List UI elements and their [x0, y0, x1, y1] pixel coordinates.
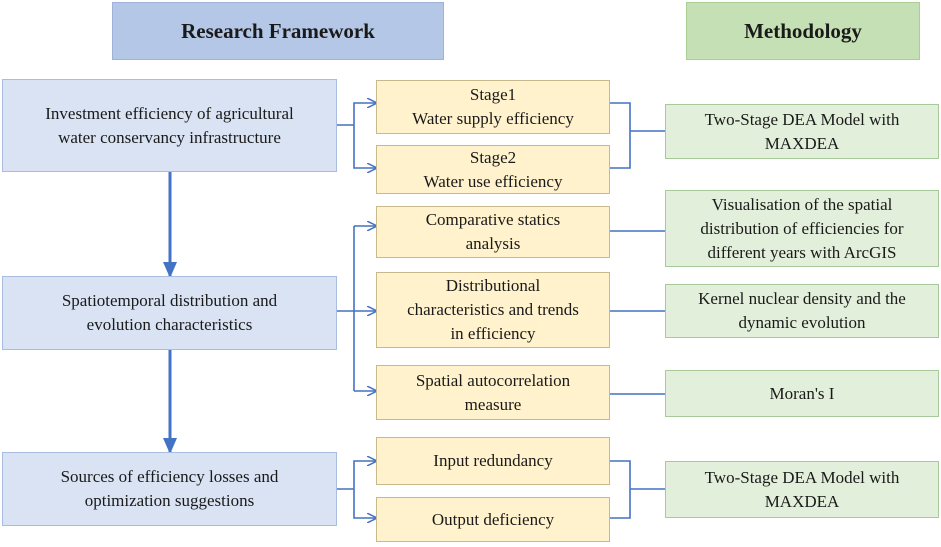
investment-efficiency-label: Investment efficiency of agricultural wa…: [45, 103, 294, 147]
visualisation-arcgis-box: Visualisation of the spatial distributio…: [665, 190, 939, 267]
connector-stage2: [353, 125, 376, 168]
spatiotemporal-label: Spatiotemporal distribution and evolutio…: [61, 291, 278, 334]
methodology-title: Methodology: [744, 19, 862, 43]
stage1-label: Stage1 Water supply efficiency: [412, 85, 574, 128]
connector-stages-to-dea: [610, 102, 665, 169]
dea-model-bottom-label: Two-Stage DEA Model with MAXDEA: [704, 467, 900, 511]
comparative-statics-box: Comparative statics analysis: [376, 206, 610, 258]
dea-model-bottom-box: Two-Stage DEA Model with MAXDEA: [665, 461, 939, 518]
sources-box: Sources of efficiency losses and optimiz…: [2, 452, 337, 526]
output-deficiency-box: Output deficiency: [376, 497, 610, 542]
dea-model-top-label: Two-Stage DEA Model with MAXDEA: [704, 109, 900, 153]
stage1-box: Stage1 Water supply efficiency: [376, 80, 610, 134]
sources-label: Sources of efficiency losses and optimiz…: [60, 467, 279, 510]
connector-input: [353, 461, 376, 489]
spatial-autocorrelation-box: Spatial autocorrelation measure: [376, 365, 610, 420]
research-framework-title: Research Framework: [181, 19, 375, 43]
input-redundancy-label: Input redundancy: [433, 451, 553, 470]
visualisation-arcgis-label: Visualisation of the spatial distributio…: [700, 194, 904, 262]
comparative-statics-label: Comparative statics analysis: [425, 210, 561, 253]
stage2-box: Stage2 Water use efficiency: [376, 145, 610, 194]
methodology-header: Methodology: [686, 2, 920, 60]
kernel-density-box: Kernel nuclear density and the dynamic e…: [665, 284, 939, 338]
stage2-label: Stage2 Water use efficiency: [423, 147, 563, 191]
dea-model-top-box: Two-Stage DEA Model with MAXDEA: [665, 104, 939, 159]
connector-output: [353, 489, 376, 518]
research-framework-header: Research Framework: [112, 2, 444, 60]
output-deficiency-label: Output deficiency: [431, 509, 555, 529]
input-redundancy-box: Input redundancy: [376, 437, 610, 485]
morans-i-box: Moran's I: [665, 370, 939, 417]
spatial-autocorrelation-label: Spatial autocorrelation measure: [415, 370, 571, 414]
investment-efficiency-box: Investment efficiency of agricultural wa…: [2, 79, 337, 172]
spatiotemporal-box: Spatiotemporal distribution and evolutio…: [2, 276, 337, 350]
distributional-box: Distributional characteristics and trend…: [376, 272, 610, 348]
kernel-density-label: Kernel nuclear density and the dynamic e…: [698, 289, 906, 332]
connector-io-to-dea: [610, 460, 665, 519]
distributional-label: Distributional characteristics and trend…: [407, 276, 579, 343]
connector-stage1: [353, 103, 376, 125]
morans-i-label: Moran's I: [769, 383, 835, 403]
